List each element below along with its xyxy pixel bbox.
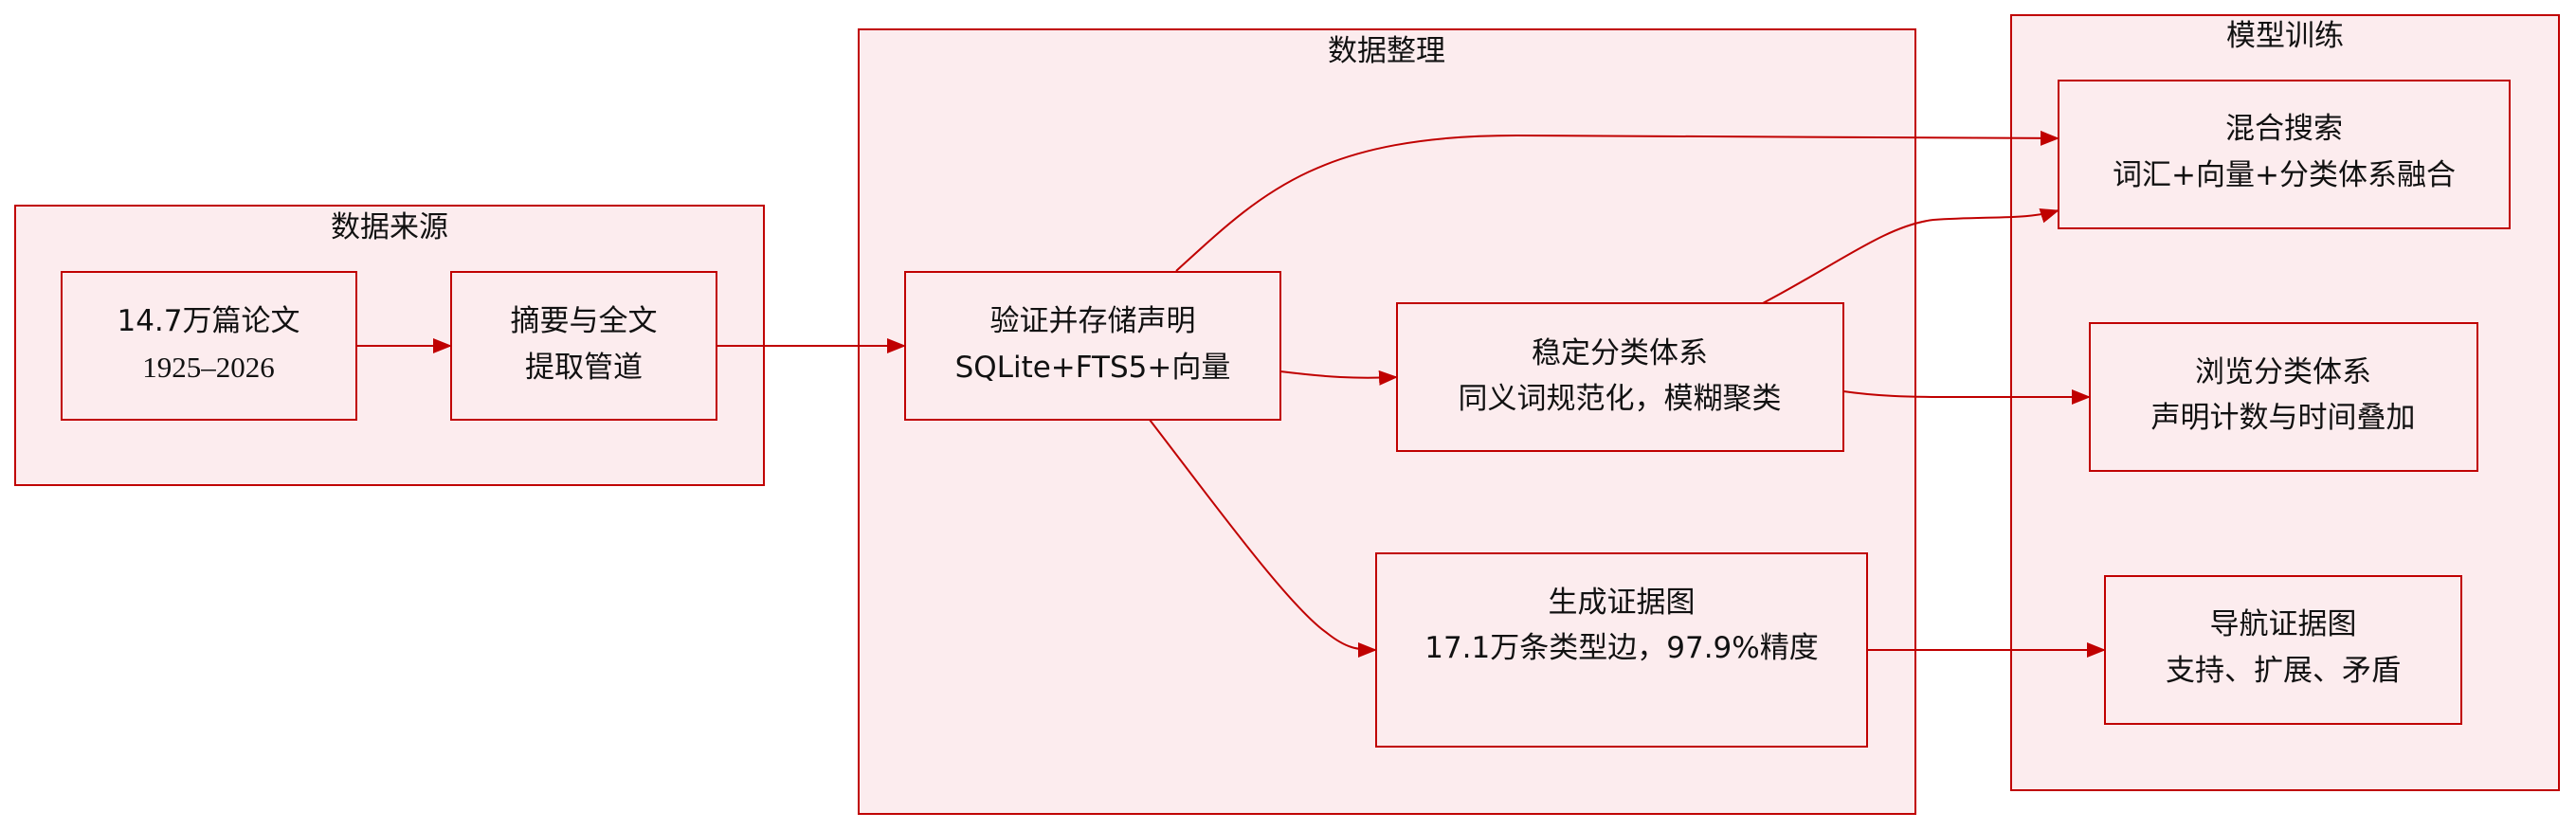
node-hybrid-line1: 混合搜索	[2225, 112, 2343, 146]
node-extract: 摘要与全文 提取管道	[450, 271, 717, 421]
edge-validate-hybrid	[1175, 130, 2059, 272]
node-extract-line1: 摘要与全文	[511, 304, 658, 338]
node-navigate-line2: 支持、扩展、矛盾	[2166, 654, 2401, 688]
node-taxonomy-line2: 同义词规范化，模糊聚类	[1459, 382, 1782, 416]
cluster-label-model-training: 模型训练	[2226, 19, 2344, 53]
node-browse-line1: 浏览分类体系	[2195, 355, 2371, 389]
node-taxonomy: 稳定分类体系 同义词规范化，模糊聚类	[1396, 302, 1844, 452]
node-hybrid: 混合搜索 词汇+向量+分类体系融合	[2058, 80, 2511, 229]
node-graph: 生成证据图 17.1万条类型边，97.9%精度	[1375, 552, 1868, 748]
node-validate-line2: SQLite+FTS5+向量	[955, 351, 1231, 385]
edge-validate-graph	[1149, 419, 1377, 658]
node-graph-line2: 17.1万条类型边，97.9%精度	[1424, 631, 1819, 665]
node-browse: 浏览分类体系 声明计数与时间叠加	[2089, 322, 2478, 472]
node-validate-line1: 验证并存储声明	[990, 304, 1196, 338]
node-papers-line2: 1925–2026	[142, 351, 275, 384]
node-papers-line1: 14.7万篇论文	[117, 304, 299, 338]
node-taxonomy-line1: 稳定分类体系	[1532, 336, 1708, 370]
node-validate: 验证并存储声明 SQLite+FTS5+向量	[904, 271, 1281, 421]
node-browse-line2: 声明计数与时间叠加	[2151, 401, 2416, 435]
node-extract-line2: 提取管道	[525, 351, 643, 385]
edges	[356, 130, 2106, 658]
edge-validate-taxonomy	[1279, 370, 1398, 386]
node-hybrid-line2: 词汇+向量+分类体系融合	[2113, 158, 2456, 192]
node-papers: 14.7万篇论文 1925–2026	[61, 271, 357, 421]
edge-taxonomy-hybrid	[1762, 208, 2059, 304]
cluster-label-data-source: 数据来源	[331, 210, 448, 244]
node-graph-line1: 生成证据图	[1549, 586, 1696, 620]
node-navigate: 导航证据图 支持、扩展、矛盾	[2104, 575, 2462, 725]
edge-taxonomy-browse	[1842, 389, 2091, 405]
cluster-label-data-organize: 数据整理	[1328, 34, 1445, 68]
node-navigate-line1: 导航证据图	[2210, 607, 2357, 641]
